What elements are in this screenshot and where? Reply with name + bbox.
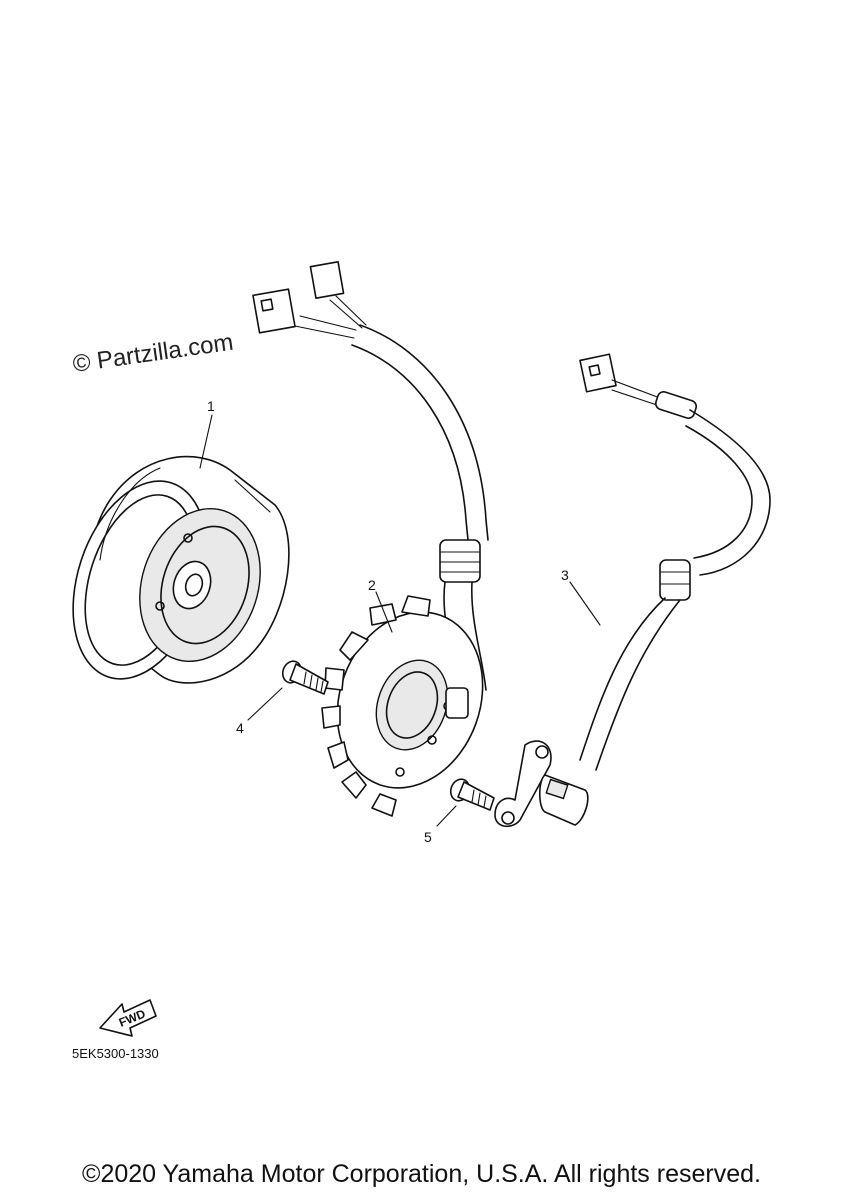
callout-4: 4	[236, 687, 283, 736]
callout-number-5: 5	[424, 829, 432, 845]
copyright-notice: ©2020 Yamaha Motor Corporation, U.S.A. A…	[82, 1160, 761, 1188]
watermark-text: © Partzilla.com	[71, 329, 235, 378]
callout-2: 2	[368, 577, 393, 633]
callout-3: 3	[561, 567, 601, 626]
pickup-coil-sensor	[494, 353, 771, 828]
callout-5: 5	[424, 805, 457, 845]
diagram-code: 5EK5300-1330	[72, 1046, 159, 1061]
bolt-5	[449, 778, 495, 811]
stator-coil-assembly	[252, 261, 489, 817]
bolt-4	[281, 660, 329, 695]
callout-number-4: 4	[236, 720, 244, 736]
callout-number-1: 1	[207, 398, 215, 414]
callout-number-3: 3	[561, 567, 569, 583]
rotor-flywheel	[72, 455, 290, 684]
fwd-arrow-icon: FWD	[99, 999, 157, 1037]
callout-number-2: 2	[368, 577, 376, 593]
callout-1: 1	[199, 398, 215, 469]
